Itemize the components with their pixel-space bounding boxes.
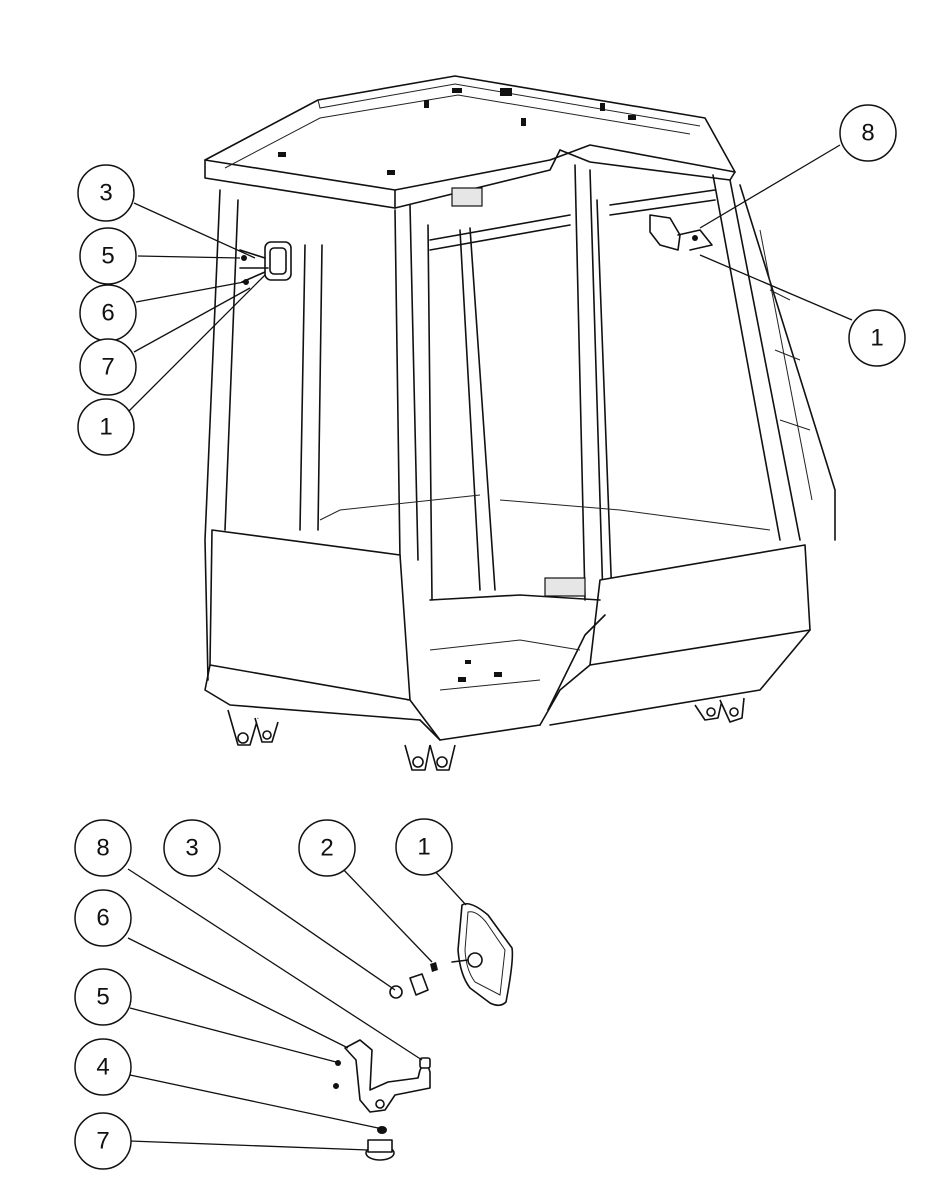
callout-label: 1 [870,325,883,352]
callout-label: 2 [320,835,333,862]
callout-label: 6 [96,905,109,932]
callout-exploded-4: 4 [74,1038,132,1096]
callout-top-3: 3 [77,164,135,222]
callout-exploded-2: 2 [298,819,356,877]
cab-assembly [127,75,853,771]
callout-top-6: 6 [79,284,137,342]
cab-mounting-feet [227,697,745,771]
callout-label: 4 [96,1054,109,1081]
mirror-base-knob [365,1126,395,1161]
callout-label: 8 [861,120,874,147]
callout-label: 7 [101,354,114,381]
callout-exploded-3: 3 [163,819,221,877]
callout-label: 7 [96,1128,109,1155]
callout-label: 1 [417,834,430,861]
callout-exploded-7: 7 [74,1112,132,1170]
callout-top-5: 5 [79,227,137,285]
cab-lower-body [204,494,811,741]
callout-label: 5 [96,984,109,1011]
callout-label: 6 [101,300,114,327]
callout-label: 3 [99,180,112,207]
callout-top-1-left: 1 [77,398,135,456]
callout-label: 5 [101,243,114,270]
callout-top-1-right: 1 [848,309,906,367]
left-mirror-mounted [239,241,292,285]
callout-exploded-6: 6 [74,889,132,947]
callout-exploded-5: 5 [74,968,132,1026]
right-mirror-mounted [649,214,713,251]
callout-label: 3 [185,835,198,862]
top-leader-lines [127,144,853,413]
mirror-glass [451,902,514,1007]
callout-exploded-1: 1 [395,818,453,876]
callout-top-7: 7 [79,338,137,396]
callout-label: 1 [99,414,112,441]
cab-roof [204,75,736,209]
exploded-leader-lines [127,865,467,1151]
callout-exploded-8: 8 [74,819,132,877]
exploded-mirror-parts [127,865,514,1161]
mirror-arm-bracket [333,1039,431,1113]
cab-pillars [204,164,836,701]
callout-label: 8 [96,835,109,862]
mirror-fasteners [389,962,438,999]
callout-top-8: 8 [839,104,897,162]
